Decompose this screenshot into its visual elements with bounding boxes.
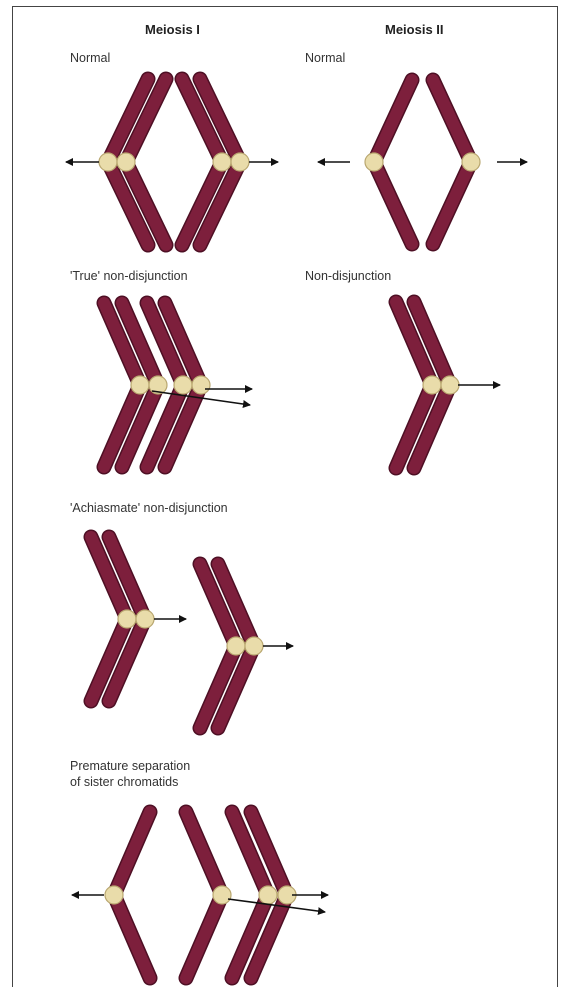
- nd-m2-centromere-1: [423, 376, 441, 394]
- achiasmate-second-centromere-1: [227, 637, 245, 655]
- premature-centromere-1: [105, 886, 123, 904]
- normal-m2-centromere-1: [365, 153, 383, 171]
- normal-m2-right-chromatid-upper-arm: [433, 80, 471, 162]
- premature-middle-chromatid-lower-arm: [186, 895, 222, 978]
- normal-m1-centromere-3: [213, 153, 231, 171]
- achiasmate-first-centromere-2: [136, 610, 154, 628]
- nd-m2-centromere-2: [441, 376, 459, 394]
- normal-m2-left-chromatid-lower-arm: [374, 162, 412, 244]
- normal-m2-left-chromatid-upper-arm: [374, 80, 412, 162]
- normal-m2-right-chromatid-lower-arm: [433, 162, 471, 244]
- achiasmate-first-centromere-1: [118, 610, 136, 628]
- normal-m2-centromere-2: [462, 153, 480, 171]
- premature-centromere-3: [259, 886, 277, 904]
- true-nd-centromere-3: [174, 376, 192, 394]
- achiasmate-second-centromere-2: [245, 637, 263, 655]
- normal-m1-centromere-2: [117, 153, 135, 171]
- premature-left-chromatid-lower-arm: [114, 895, 150, 978]
- true-nd-centromere-1: [131, 376, 149, 394]
- normal-m1-centromere-4: [231, 153, 249, 171]
- premature-centromere-2: [213, 886, 231, 904]
- normal-m1-centromere-1: [99, 153, 117, 171]
- true-nd-centromere-4: [192, 376, 210, 394]
- premature-left-chromatid-upper-arm: [114, 812, 150, 895]
- premature-middle-chromatid-upper-arm: [186, 812, 222, 895]
